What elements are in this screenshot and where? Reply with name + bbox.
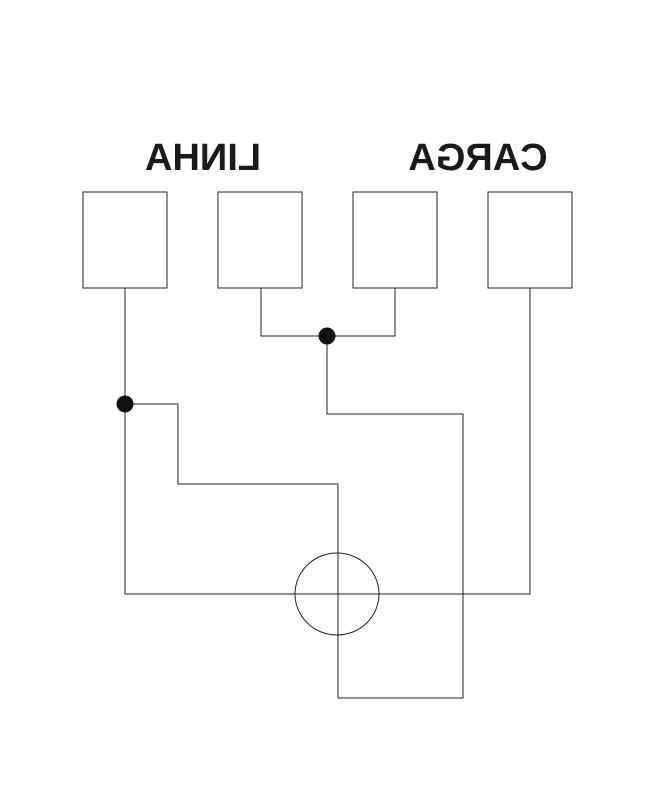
load-label: CARGA [408, 137, 547, 179]
line-label: LINHA [145, 137, 261, 179]
terminal-box-3 [352, 191, 438, 289]
coil-circle [294, 552, 380, 636]
terminal-box-4 [487, 191, 573, 289]
junction-dot-center [318, 327, 336, 345]
wire-coil-left [125, 403, 339, 698]
terminal-box-1 [82, 191, 168, 289]
wire-line-to-load [124, 288, 531, 595]
terminal-box-2 [217, 191, 303, 289]
wire-coil-right [326, 336, 464, 699]
junction-dot-left [116, 395, 134, 413]
